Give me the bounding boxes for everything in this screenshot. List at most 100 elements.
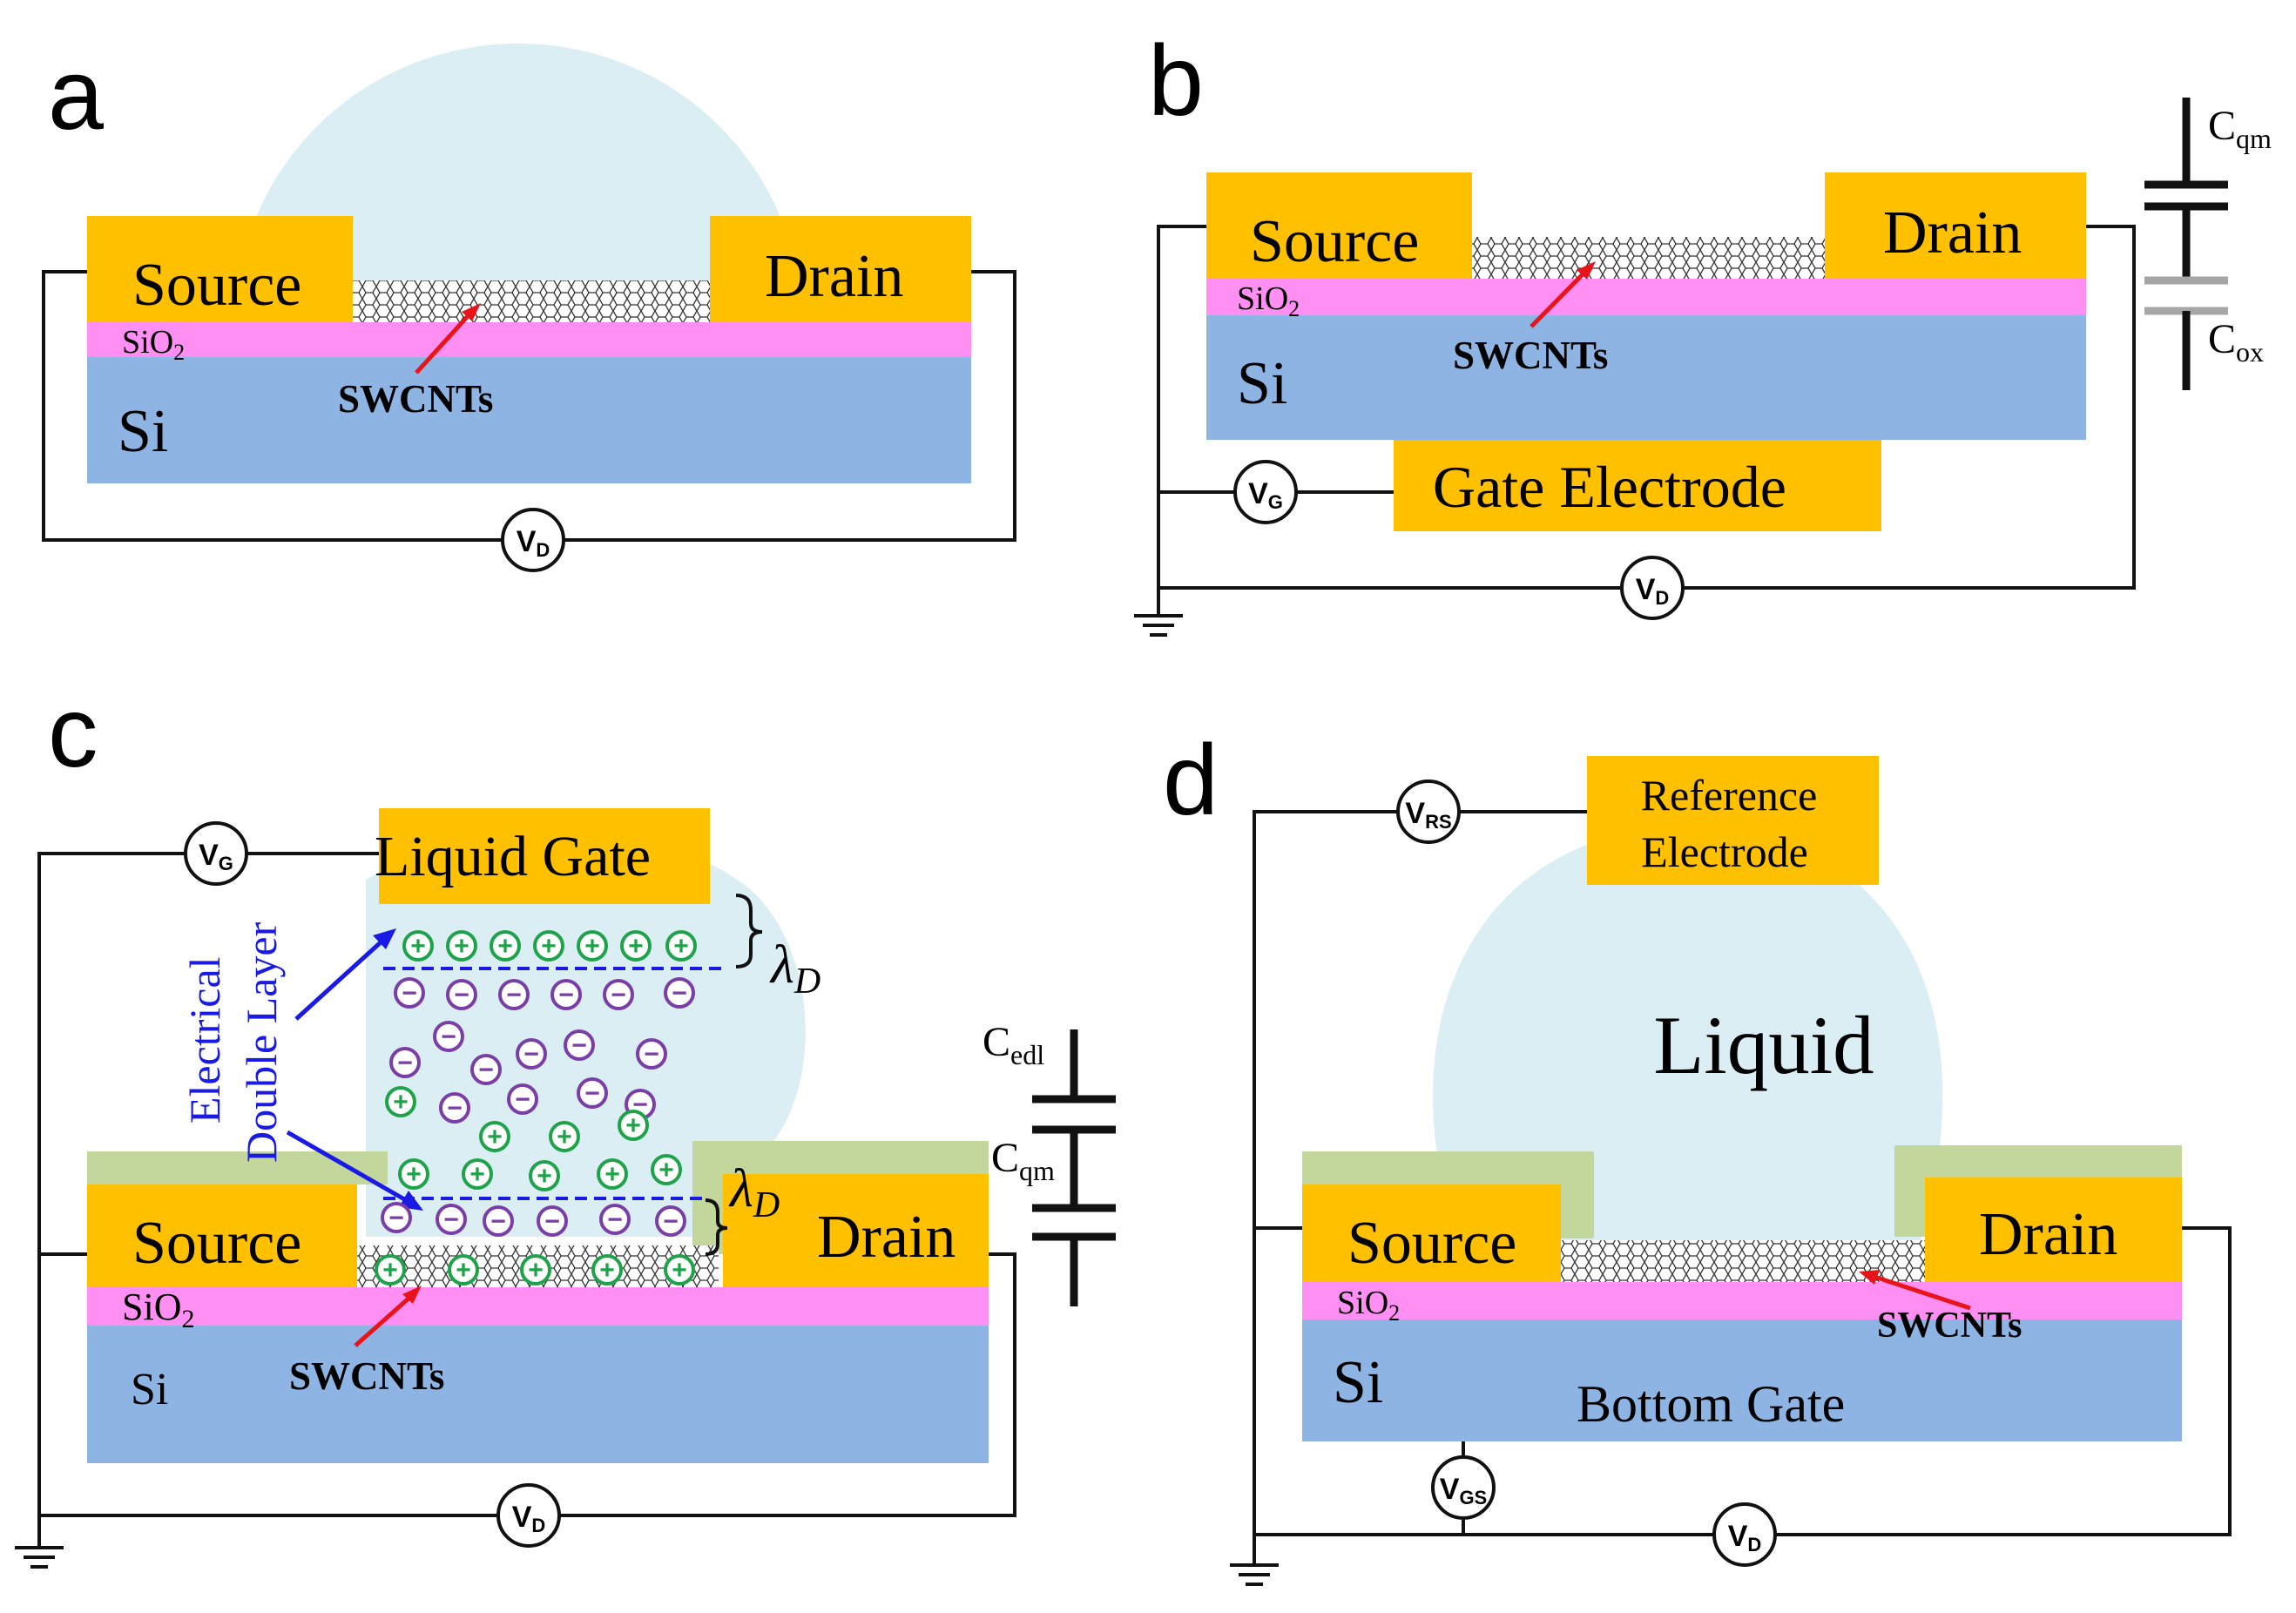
- vgs-meter: VGS: [1431, 1455, 1496, 1520]
- red-pointer-arrow: [1874, 1274, 1971, 1311]
- panel-letter: d: [1163, 725, 1219, 836]
- red-pointer-arrow: [415, 314, 470, 375]
- brace-bottom: [705, 1198, 728, 1256]
- source-electrode: [87, 216, 353, 322]
- svg-text:−: −: [644, 1040, 659, 1069]
- vd-label: VD: [512, 1501, 546, 1536]
- svg-text:−: −: [611, 981, 626, 1009]
- panel-letter: a: [48, 39, 104, 151]
- positive-ion-icon: +: [446, 930, 477, 962]
- positive-ion-icon: +: [479, 1121, 510, 1152]
- positive-ion-icon: +: [591, 1254, 623, 1286]
- voltmeter-circle-icon: [1431, 1455, 1496, 1520]
- silicon-substrate: [87, 357, 971, 483]
- voltmeter-circle-icon: [501, 508, 565, 572]
- ground-symbol-icon: [15, 1546, 64, 1569]
- swcnt-mesh-icon: [353, 280, 710, 322]
- voltmeter-circle-icon: [1712, 1502, 1777, 1567]
- passivation-layer: [692, 1141, 989, 1174]
- svg-text:−: −: [607, 1205, 623, 1234]
- negative-ion-icon: −: [446, 979, 477, 1010]
- negative-ion-icon: −: [483, 1205, 514, 1237]
- source-electrode: [87, 1184, 357, 1287]
- source-label: Source: [1347, 1210, 1516, 1277]
- svg-text:+: +: [673, 932, 689, 961]
- ground-symbol-icon: [1230, 1563, 1279, 1586]
- vd-meter: VD: [1712, 1502, 1777, 1567]
- svg-text:+: +: [584, 932, 600, 961]
- liquid-gate-electrode: [379, 808, 710, 904]
- svg-text:−: −: [397, 1049, 413, 1077]
- negative-ion-icon: −: [550, 979, 582, 1010]
- negative-ion-icon: −: [564, 1029, 595, 1061]
- positive-ion-icon: +: [665, 930, 697, 962]
- positive-ion-icon: +: [462, 1158, 493, 1190]
- svg-text:−: −: [478, 1056, 494, 1084]
- silicon-substrate: [1302, 1319, 2182, 1441]
- svg-text:+: +: [672, 1256, 687, 1285]
- positive-ion-icon: +: [651, 1154, 682, 1185]
- svg-text:−: −: [441, 1022, 456, 1051]
- svg-text:+: +: [541, 932, 557, 961]
- vrs-meter: VRS: [1396, 780, 1461, 844]
- silicon-label: Si: [118, 398, 168, 465]
- bottom-gate-label: Bottom Gate: [1577, 1375, 1845, 1433]
- negative-ion-icon: −: [577, 1077, 608, 1109]
- drain-electrode: [723, 1174, 989, 1287]
- capacitor-icon: [1032, 1029, 1116, 1306]
- voltmeter-circle-icon: [496, 1483, 561, 1548]
- edl-label-line1: Electrical: [180, 956, 229, 1124]
- positive-ion-icon: +: [402, 930, 434, 962]
- gate-wire: [37, 852, 379, 1254]
- vg-meter: VG: [1233, 460, 1298, 524]
- silicon-label: Si: [1333, 1349, 1383, 1416]
- reference-wire: [1253, 810, 1587, 1228]
- red-pointer-arrowhead: [1859, 1270, 1880, 1285]
- drain-electrode: [1825, 172, 2086, 279]
- svg-text:+: +: [487, 1123, 503, 1151]
- red-pointer-arrowhead: [1577, 261, 1596, 280]
- positive-ion-icon: +: [375, 1254, 406, 1286]
- sio2-label: SiO2: [1337, 1285, 1400, 1326]
- negative-ion-icon: −: [470, 1054, 502, 1085]
- negative-ion-icon: −: [436, 1204, 467, 1235]
- positive-ion-icon: +: [385, 1086, 416, 1117]
- drain-electrode: [1925, 1178, 2182, 1282]
- source-electrode: [1206, 172, 1472, 279]
- negative-ion-icon: −: [439, 1092, 470, 1124]
- liquid-label: Liquid: [1653, 999, 1874, 1091]
- blue-pointer-arrowhead: [373, 928, 396, 949]
- negative-ion-icon: −: [498, 979, 530, 1010]
- svg-text:+: +: [599, 1256, 615, 1285]
- svg-text:+: +: [557, 1123, 572, 1151]
- svg-text:−: −: [388, 1204, 404, 1232]
- source-label: Source: [132, 1210, 301, 1277]
- negative-ion-icon: −: [507, 1083, 538, 1115]
- svg-text:+: +: [604, 1160, 620, 1189]
- positive-ion-icon: +: [549, 1121, 580, 1152]
- vd-label: VD: [1728, 1520, 1762, 1556]
- panel-b: b Source Drain SiO2 Si SWCNTs Gate Elect…: [1134, 25, 2272, 637]
- cqm-label: Cqm: [2208, 103, 2272, 154]
- negative-ion-icon: −: [636, 1038, 667, 1070]
- liquid-droplet: [235, 44, 801, 322]
- svg-text:−: −: [571, 1031, 587, 1060]
- source-electrode: [1302, 1184, 1561, 1282]
- red-pointer-arrow: [1530, 272, 1585, 328]
- svg-text:+: +: [628, 932, 644, 961]
- liquid-gate-label: Liquid Gate: [375, 825, 651, 888]
- negative-ion-icon: −: [603, 979, 634, 1010]
- svg-text:+: +: [625, 1111, 641, 1140]
- edl-label-line2: Double Layer: [237, 921, 286, 1163]
- passivation-layer: [1894, 1145, 1928, 1237]
- negative-ion-icon: −: [537, 1205, 568, 1237]
- cedl-label: Cedl: [983, 1019, 1044, 1070]
- swcnts-label: SWCNTs: [338, 377, 493, 421]
- svg-text:+: +: [406, 1160, 422, 1189]
- svg-text:+: +: [410, 932, 426, 961]
- positive-ion-icon: +: [597, 1158, 628, 1190]
- positive-ion-icon: +: [490, 930, 521, 962]
- ion-cloud: +++++++−−−−−−−−−−−−+−−−−++++++++−−−−−−++…: [375, 930, 697, 1286]
- sio2-label: SiO2: [1237, 280, 1300, 321]
- svg-text:+: +: [393, 1088, 409, 1117]
